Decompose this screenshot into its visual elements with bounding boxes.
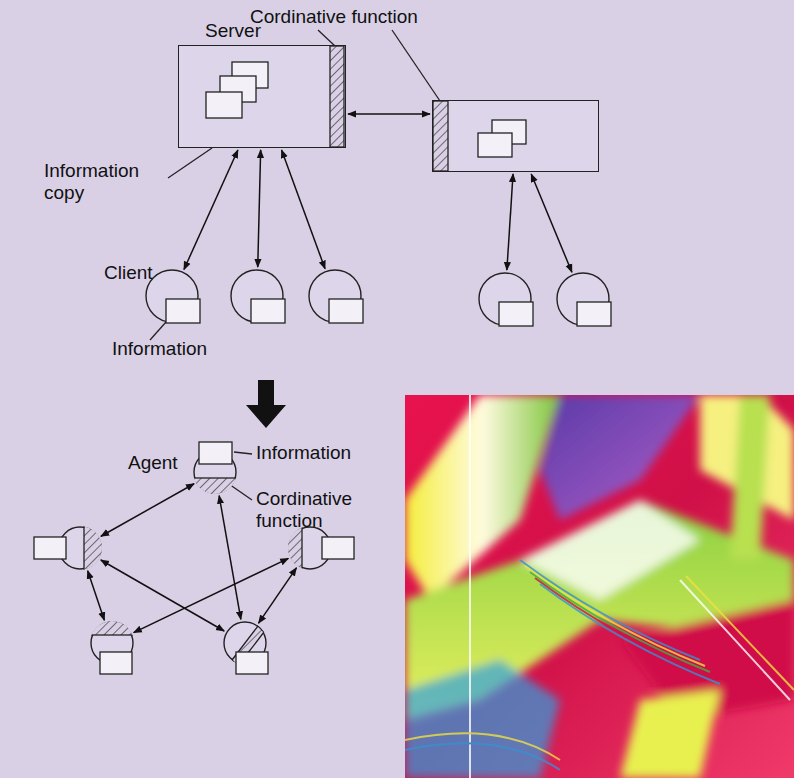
agent-circle: [90, 621, 134, 665]
part-label: Cordinative function: [250, 6, 418, 28]
connector-arrow: [101, 560, 224, 631]
connector-arrow: [134, 558, 289, 632]
circle-outline: [478, 272, 532, 326]
agent-circle: [223, 621, 267, 665]
client-circle: [308, 269, 362, 323]
connector-arrow: [531, 174, 572, 272]
client-circle: [230, 269, 284, 323]
circle-outline: [145, 269, 199, 323]
connector-arrow: [507, 174, 513, 270]
part-label: Information: [112, 338, 207, 360]
client-circle: [478, 272, 532, 326]
circle-outline: [90, 621, 134, 665]
connector-arrow: [88, 571, 105, 621]
agent-circle: [58, 526, 102, 570]
client-circle: [145, 269, 199, 323]
circle-outline: [288, 526, 332, 570]
circle-outline: [556, 272, 610, 326]
transition-arrow: [246, 380, 286, 428]
server-box: [432, 100, 599, 172]
client-circle: [556, 272, 610, 326]
part-label: Information copy: [44, 160, 164, 204]
part-label: Agent: [128, 452, 178, 474]
part-label: Cordinative function: [256, 488, 376, 532]
part-label: Client: [104, 262, 153, 284]
circle-outline: [193, 450, 237, 494]
circle-outline: [223, 621, 267, 665]
agent-circle: [288, 526, 332, 570]
circle-outline: [58, 526, 102, 570]
connector-arrow: [348, 113, 430, 115]
server-box: Server: [178, 45, 346, 148]
connector-arrow: [184, 150, 238, 270]
circle-outline: [308, 269, 362, 323]
circle-outline: [230, 269, 284, 323]
connector-arrow: [282, 150, 325, 269]
part-label: Information: [256, 442, 351, 464]
agent-circle: [193, 450, 237, 494]
connector-arrow: [258, 150, 261, 267]
connector-arrow: [219, 496, 241, 620]
connector-arrow: [101, 484, 194, 536]
connector-arrow: [259, 568, 297, 623]
